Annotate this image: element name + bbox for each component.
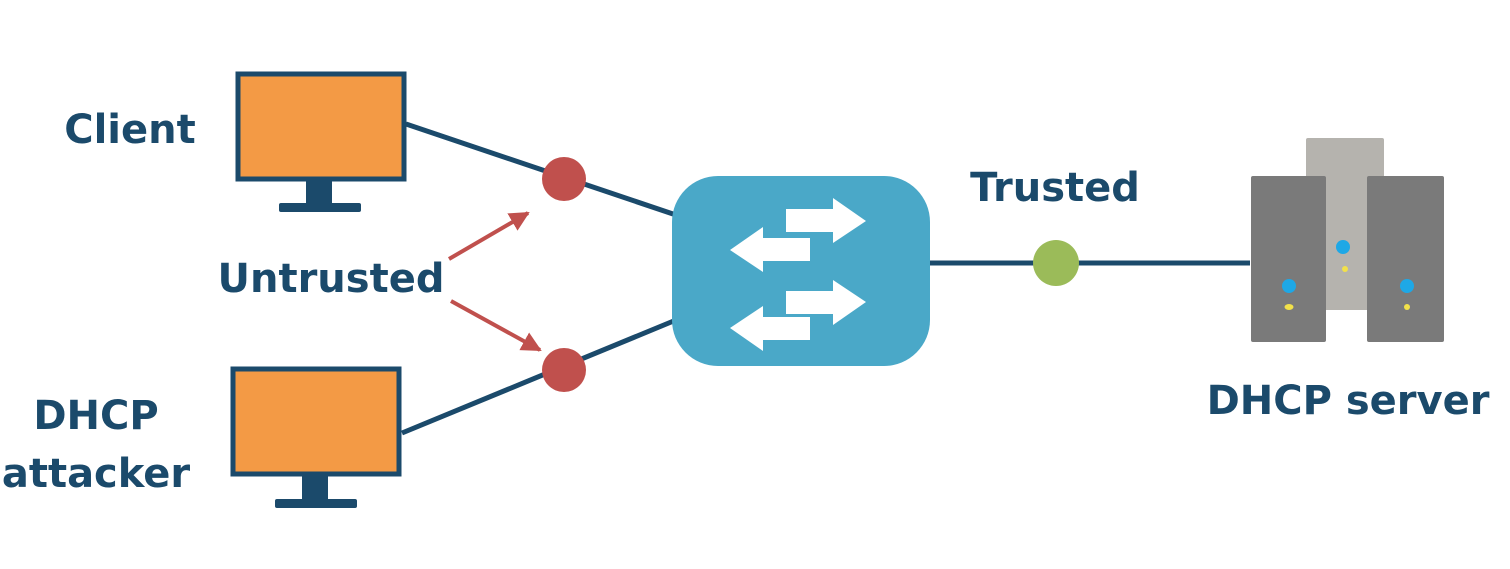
link-attacker-to-switch	[401, 317, 677, 436]
trusted-port-server	[1033, 240, 1079, 286]
attacker-label-line2: attacker	[2, 451, 191, 497]
untrusted-port-attacker	[542, 348, 586, 392]
dhcp-server-label: DHCP server	[1207, 378, 1490, 424]
dhcp-server-icon	[1251, 138, 1444, 342]
client-label: Client	[64, 107, 196, 153]
untrusted-label: Untrusted	[218, 256, 445, 302]
attacker-monitor-icon	[230, 366, 402, 508]
untrusted-port-client	[542, 157, 586, 201]
untrusted-pointer-arrow-down	[450, 299, 542, 352]
network-switch-icon	[672, 176, 930, 366]
link-client-to-switch	[405, 121, 677, 218]
links	[401, 121, 1250, 436]
untrusted-pointer-arrow-up	[447, 211, 530, 261]
client-monitor-icon	[235, 71, 407, 212]
trusted-label: Trusted	[970, 165, 1140, 211]
attacker-label-line1: DHCP	[33, 393, 158, 439]
